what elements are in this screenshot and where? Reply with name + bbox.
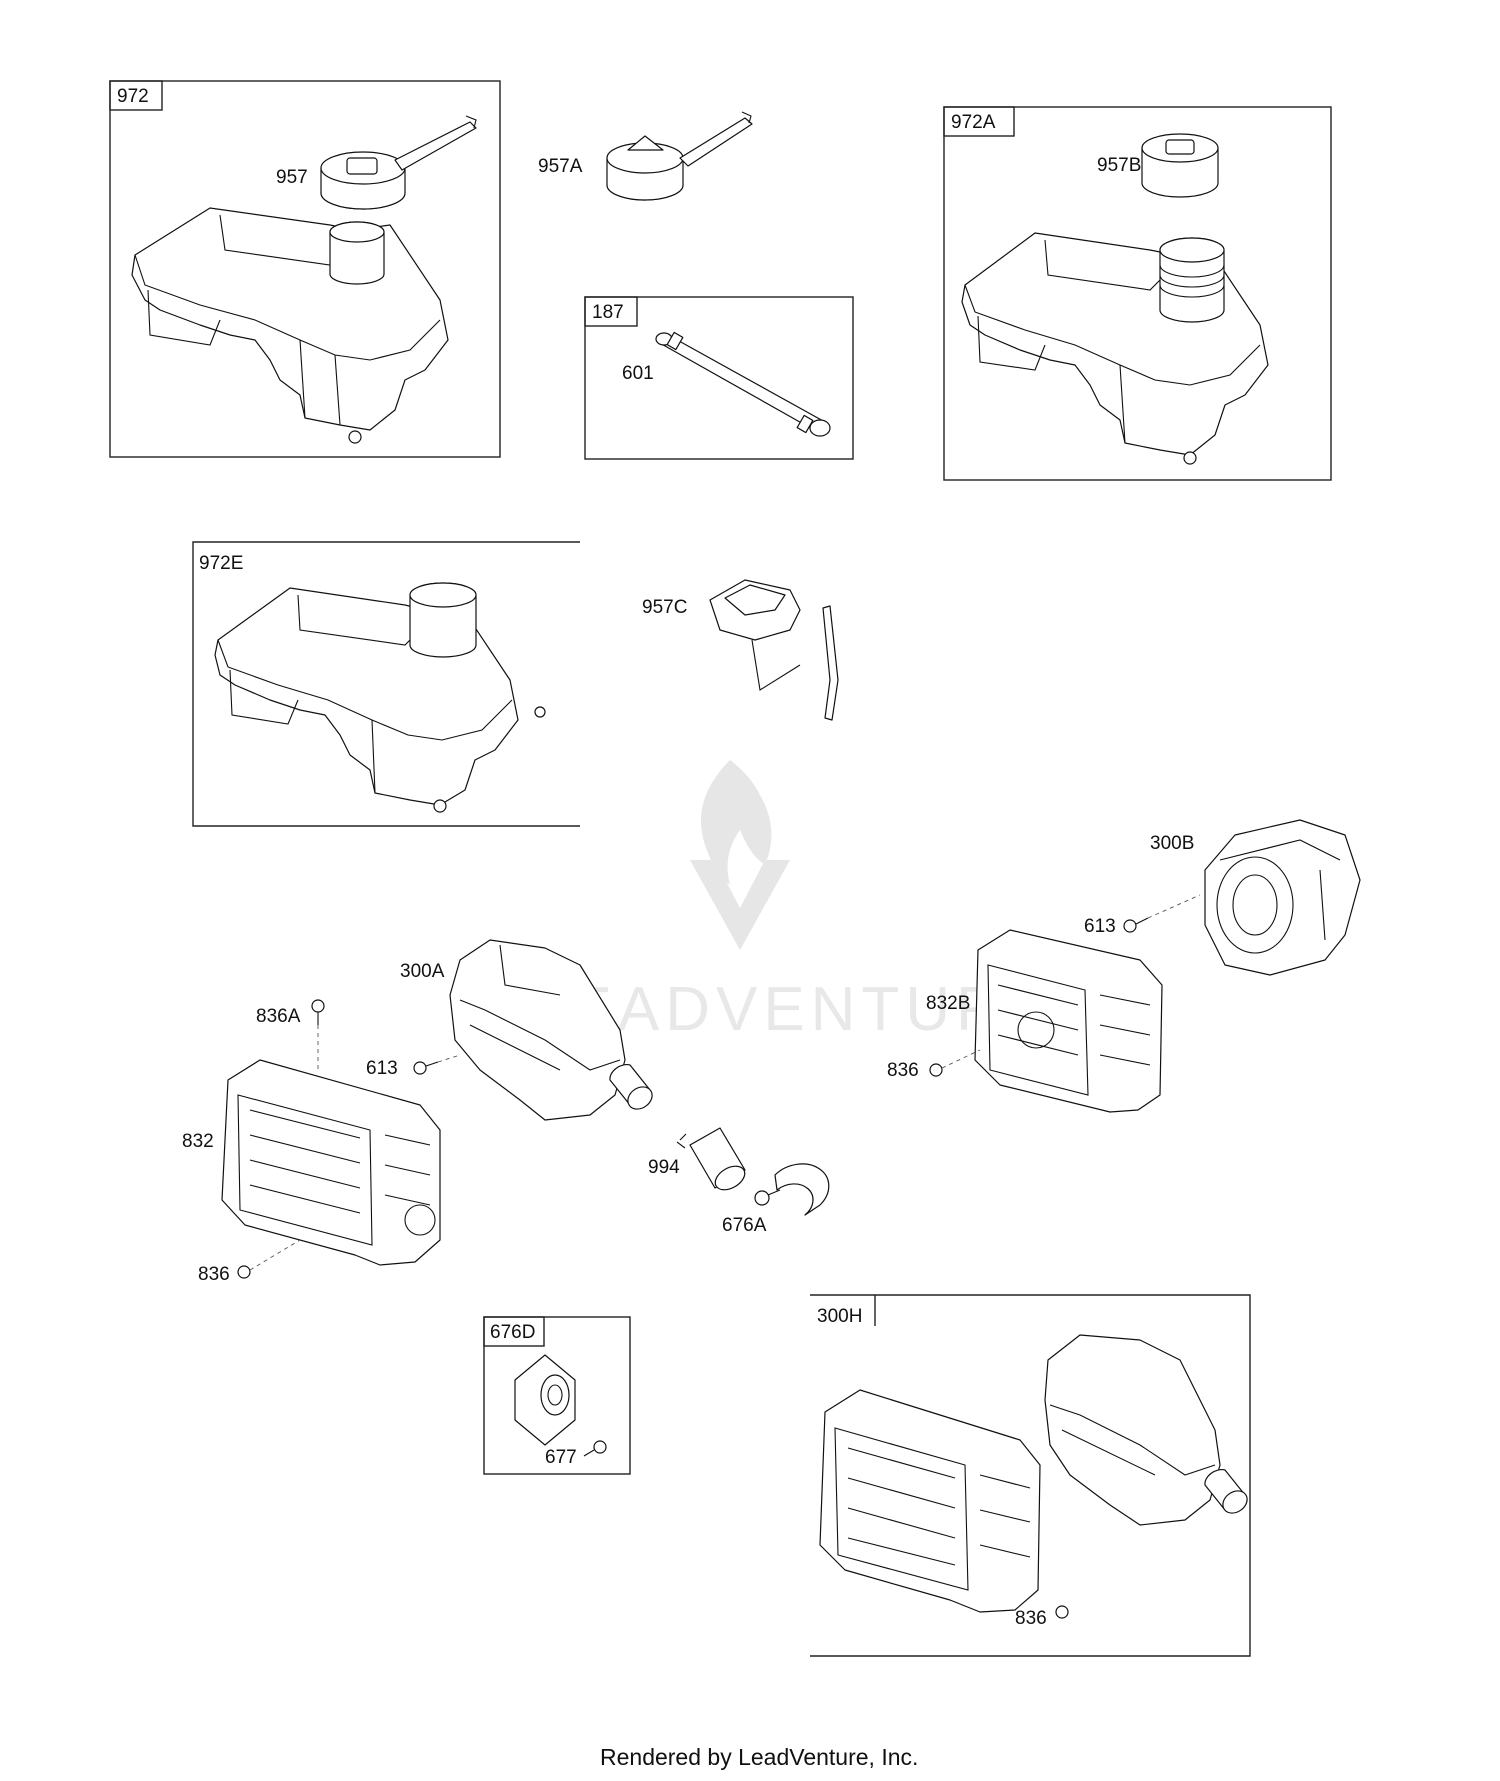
label-613-b: 613 [1084,916,1116,937]
screw-836-c [1055,1605,1069,1619]
group-676D: 676D 677 [483,1316,631,1475]
fuel-hose-601 [655,331,831,437]
adapter-994 [676,1127,746,1191]
fuel-tank-972E [214,582,546,813]
watermark: LEADVENTURE [530,760,1048,1044]
flange-676D [514,1354,576,1446]
group-label-972A: 972A [951,112,996,133]
clamp-676A [754,1163,830,1216]
group-187: 187 601 [584,296,854,460]
label-677: 677 [545,1447,577,1468]
label-836-b: 836 [887,1060,919,1081]
screw-836-b [929,1049,981,1077]
label-957A: 957A [538,156,583,177]
screw-677 [583,1440,607,1457]
fuel-cap-957 [320,115,477,210]
label-601: 601 [622,363,654,384]
heat-shield-300H [819,1389,1041,1613]
fuel-cap-957B [1141,133,1219,198]
heat-shield-832B [974,929,1163,1113]
fuel-cap-957C [709,579,839,721]
screw-836A [311,999,325,1070]
group-972: 972 957 [109,80,501,458]
heat-shield-832 [221,1059,441,1266]
label-613-a: 613 [366,1058,398,1079]
group-972A: 972A 957B [943,106,1332,481]
fuel-cap-957A [606,111,753,201]
muffler-300B [1204,819,1361,976]
group-label-187: 187 [592,302,624,323]
group-972E: 972E [192,541,580,827]
fuel-tank-972A [961,232,1269,465]
group-label-972: 972 [117,86,149,107]
group-label-300H: 300H [817,1306,862,1327]
muffler-300A [449,939,653,1121]
label-300A: 300A [400,961,445,982]
label-957: 957 [276,167,308,188]
footer-credit: Rendered by LeadVenture, Inc. [600,1744,918,1770]
bolt-613-a [413,1054,461,1075]
label-300B: 300B [1150,833,1194,854]
label-836-a: 836 [198,1264,230,1285]
fuel-tank-972 [131,207,449,444]
group-label-972E: 972E [199,553,243,574]
label-832: 832 [182,1131,214,1152]
bolt-613-b [1123,894,1201,933]
muffler-300H [1044,1334,1248,1526]
label-957C: 957C [642,597,687,618]
label-836-c: 836 [1015,1608,1047,1629]
label-676A: 676A [722,1215,767,1236]
group-300H: 300H 836 [810,1294,1251,1657]
label-957B: 957B [1097,155,1141,176]
screw-836-a [237,1239,301,1279]
label-832B: 832B [926,993,970,1014]
label-836A: 836A [256,1006,301,1027]
group-label-676D: 676D [490,1322,535,1343]
label-994: 994 [648,1157,680,1178]
